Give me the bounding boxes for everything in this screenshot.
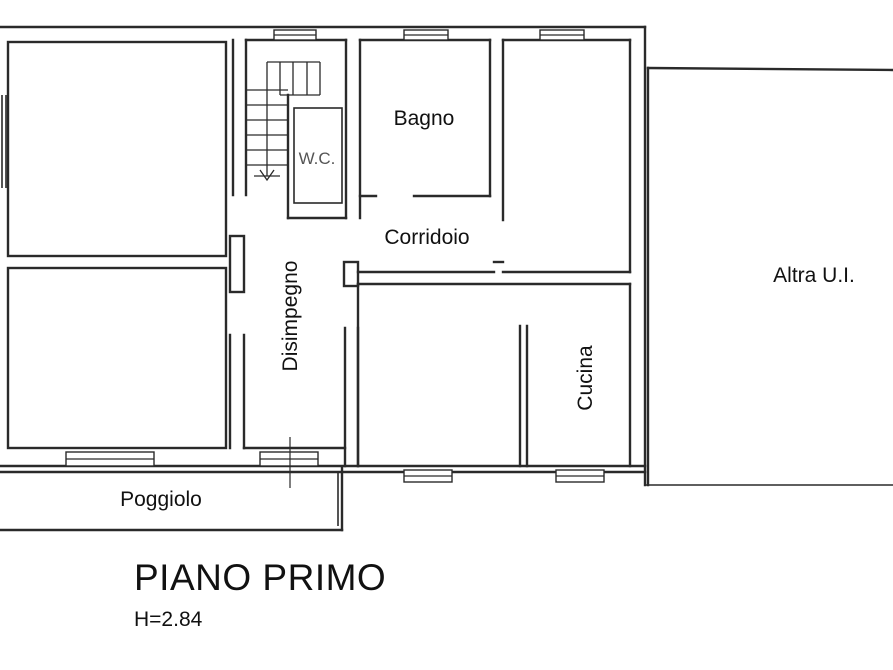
stair-treads: [246, 61, 321, 182]
plan-title: PIANO PRIMO: [134, 557, 387, 598]
windows: [65, 29, 605, 488]
plan-ceiling-height: H=2.84: [134, 608, 203, 631]
label-altra-ui: Altra U.I.: [773, 264, 855, 287]
label-disimpegno: Disimpegno: [279, 261, 302, 372]
balcony-outline: [0, 466, 344, 532]
room-bagno-walls: [358, 38, 492, 220]
room-left-upper: [6, 40, 228, 258]
room-right-upper-walls: [492, 38, 632, 274]
stair-walls: [231, 38, 348, 220]
adjacent-unit-outline: [646, 66, 893, 487]
label-corridoio: Corridoio: [384, 226, 469, 249]
label-poggiolo: Poggiolo: [120, 488, 202, 511]
wall-stub-upper: [228, 234, 246, 294]
room-left-lower: [6, 266, 228, 450]
room-centre-lower-walls: [356, 282, 522, 468]
room-cucina-walls: [525, 282, 632, 468]
label-bagno: Bagno: [394, 107, 455, 130]
corridor-walls: [342, 260, 632, 288]
label-cucina: Cucina: [574, 345, 597, 411]
label-wc: W.C.: [299, 149, 336, 168]
